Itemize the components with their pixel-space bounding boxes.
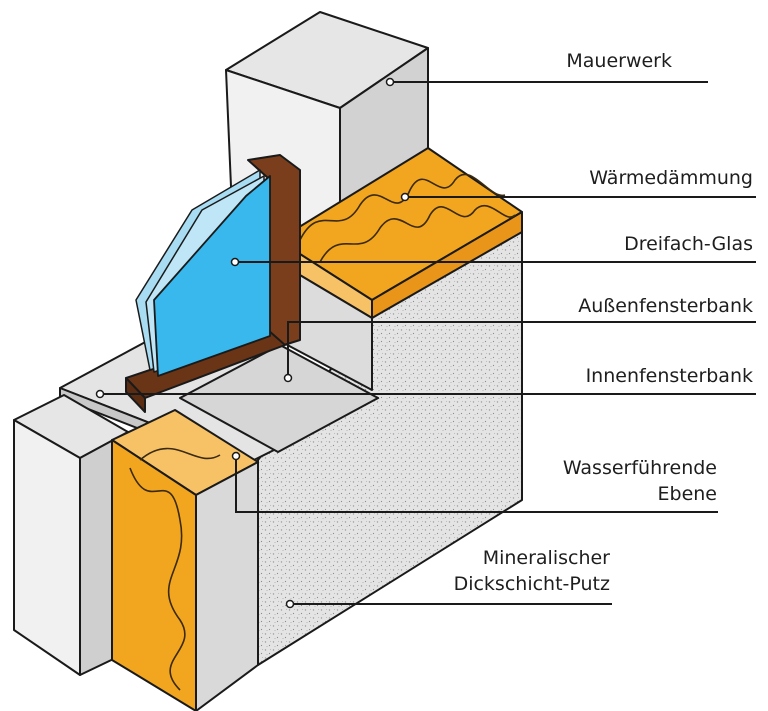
dot-wasserfuehrende-ebene	[231, 451, 241, 461]
label-dreifach-glas: Dreifach-Glas	[624, 233, 753, 255]
dot-waermedaemmung	[400, 192, 410, 202]
lower-insulation	[111, 409, 259, 711]
leader-aussenfensterbank	[287, 321, 756, 378]
triple-glass	[135, 169, 271, 377]
label-wasserfuehrende-ebene-line2: Ebene	[657, 483, 718, 505]
dot-innenfensterbank	[95, 389, 105, 399]
label-mauerwerk: Mauerwerk	[566, 50, 672, 72]
label-putz-line1: Mineralischer	[482, 547, 610, 569]
dot-aussenfensterbank	[283, 373, 293, 383]
window-frame	[125, 154, 301, 413]
label-putz-line2: Dickschicht-Putz	[453, 573, 610, 595]
leader-wasserfuehrende-ebene	[235, 456, 718, 513]
label-aussenfensterbank: Außenfensterbank	[578, 295, 753, 317]
label-waermedaemmung: Wärmedämmung	[589, 167, 753, 189]
label-innenfensterbank: Innenfensterbank	[585, 365, 753, 387]
label-wasserfuehrende-ebene-line1: Wasserführende	[562, 457, 717, 479]
dot-mauerwerk	[385, 77, 395, 87]
dot-dreifach-glas	[230, 257, 240, 267]
lower-masonry-pillar	[13, 394, 129, 676]
dot-putz	[285, 599, 295, 609]
outer-window-sill	[179, 344, 379, 453]
